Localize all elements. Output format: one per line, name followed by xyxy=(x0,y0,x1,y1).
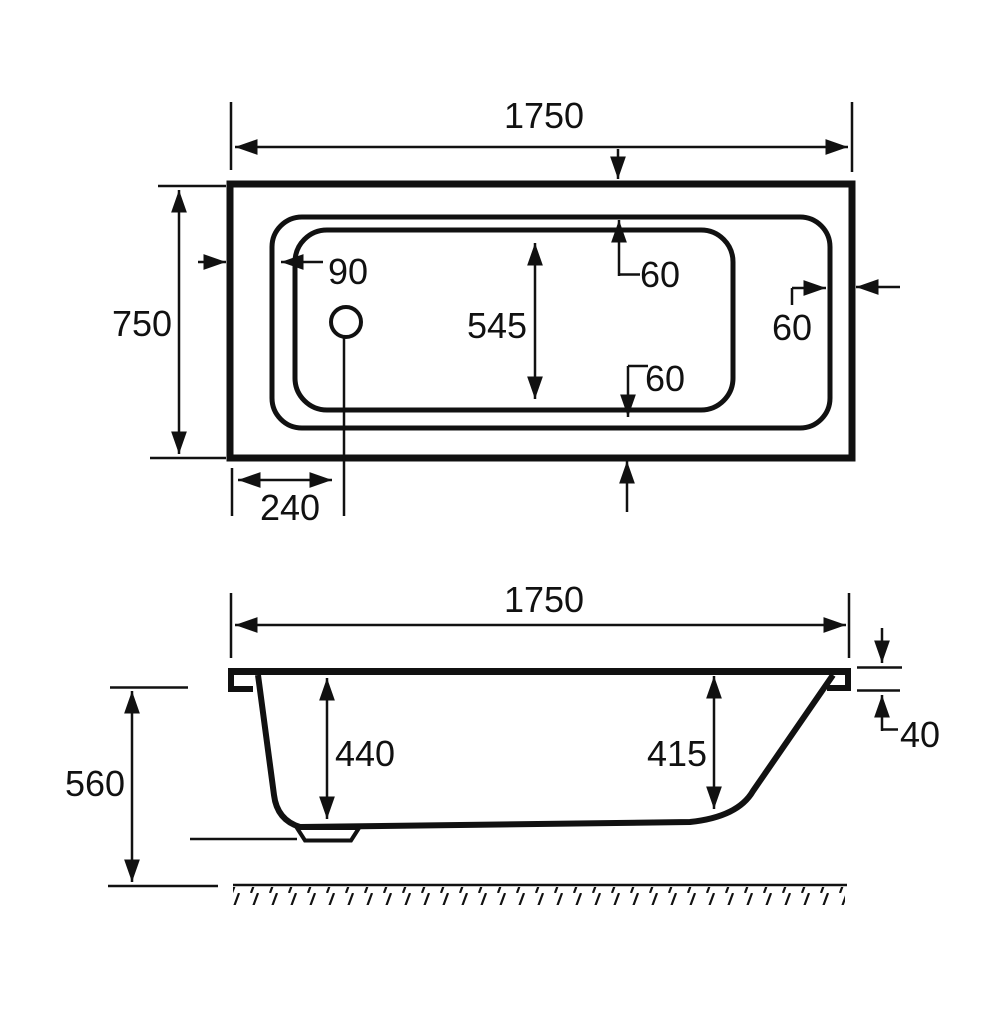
dim-depth-foot-label: 415 xyxy=(647,733,707,774)
dim-waste-offset-label: 240 xyxy=(260,487,320,528)
side-view: 1750 560 440 415 40 xyxy=(65,579,940,905)
dim-overall-height: 560 xyxy=(65,686,218,888)
rim-lip-left xyxy=(228,673,253,692)
bath-interior xyxy=(292,227,736,413)
dim-top-width: 750 xyxy=(112,184,226,460)
bath-foot xyxy=(293,826,363,843)
dim-rim-foot-label: 60 xyxy=(772,307,812,348)
rim-lip-right xyxy=(827,673,851,691)
dim-rim-bottom-label: 60 xyxy=(645,358,685,399)
dim-rim-thickness: 40 xyxy=(857,628,940,755)
dim-depth-foot: 415 xyxy=(647,676,722,809)
dim-depth-head-label: 440 xyxy=(335,733,395,774)
dim-interior-width-label: 545 xyxy=(467,305,527,346)
dim-rim-thickness-label: 40 xyxy=(900,714,940,755)
dim-top-length: 1750 xyxy=(229,95,854,179)
dim-top-width-label: 750 xyxy=(112,303,172,344)
dim-side-length: 1750 xyxy=(229,579,851,658)
dim-depth-head: 440 xyxy=(319,678,395,819)
dim-side-length-label: 1750 xyxy=(504,579,584,620)
dim-interior-width: 545 xyxy=(467,243,543,399)
bath-profile xyxy=(255,673,836,830)
ground-hatching xyxy=(233,887,845,905)
dim-rim-foot: 60 xyxy=(772,279,900,348)
dim-rim-head: 90 xyxy=(198,251,368,292)
bath-outer-rim xyxy=(226,180,856,462)
dim-top-length-label: 1750 xyxy=(504,95,584,136)
dim-rim-top-label: 60 xyxy=(640,254,680,295)
waste-hole xyxy=(329,305,363,339)
dim-rim-bottom: 60 xyxy=(619,358,685,512)
dim-overall-height-label: 560 xyxy=(65,763,125,804)
dim-rim-head-label: 90 xyxy=(328,251,368,292)
dim-rim-top: 60 xyxy=(611,220,680,295)
top-view: 1750 750 90 545 60 xyxy=(112,95,900,528)
dim-waste-offset: 240 xyxy=(230,468,332,528)
ground-symbol xyxy=(233,883,847,905)
bath-inner-rim xyxy=(269,214,833,431)
